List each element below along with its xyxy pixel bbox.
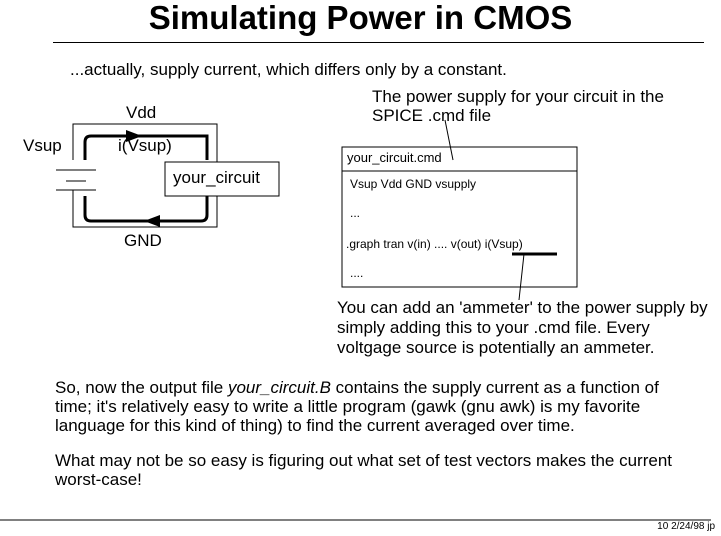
circuit-block: [164, 161, 280, 197]
cmd-line: Vsup Vdd GND vsupply: [350, 177, 477, 191]
output-filename: your_circuit.B: [227, 378, 331, 397]
supply-note: The power supply for your circuit in the…: [372, 87, 664, 125]
cmd-file-tab: your_circuit.cmd: [347, 150, 442, 165]
paragraph-text: contains the supply current as a functio…: [55, 378, 659, 435]
current-label: i(Vsup): [118, 136, 172, 155]
pointer-line-bottom: [518, 253, 525, 301]
pointer-line-top: [444, 119, 454, 161]
paragraph-test-vectors: What may not be so easy is figuring out …: [55, 451, 673, 489]
arrow-left-icon: [144, 215, 160, 227]
current-path-top: [83, 134, 209, 160]
circuit-block-label: your_circuit: [173, 168, 260, 187]
cmd-line: ....: [350, 266, 364, 280]
paragraph-text: So, now the output file: [55, 378, 228, 397]
paragraph-output-file: So, now the output file your_circuit.B c…: [55, 378, 695, 435]
current-path-bottom: [83, 196, 209, 223]
title-rule: [53, 42, 704, 43]
vdd-label: Vdd: [126, 103, 157, 122]
subtitle: ...actually, supply current, which diffe…: [70, 60, 507, 79]
cmd-line: ...: [350, 206, 361, 220]
vsup-label: Vsup: [23, 136, 62, 155]
arrow-right-icon: [126, 130, 142, 142]
footer: 10 2/24/98 jp: [657, 521, 715, 532]
cmd-line: .graph tran v(in) .... v(out) i(Vsup): [346, 237, 523, 251]
page-title: Simulating Power in CMOS: [148, 0, 573, 36]
ammeter-note: You can add an 'ammeter' to the power su…: [337, 298, 708, 357]
cmd-file-box: [341, 146, 578, 288]
gnd-label: GND: [124, 231, 162, 250]
